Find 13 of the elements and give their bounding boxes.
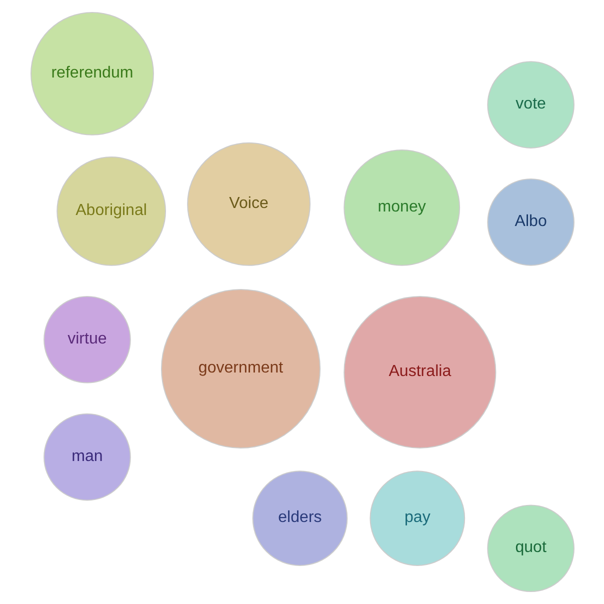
node-circle: Australia <box>343 296 496 449</box>
node-circle: Aboriginal <box>56 156 166 266</box>
node-circle: virtue <box>43 296 130 384</box>
node-circle: Voice <box>186 142 310 266</box>
node-circle: government <box>160 288 320 449</box>
node-circle: money <box>343 149 460 266</box>
node-circle: pay <box>369 470 465 566</box>
node-circle: quot <box>486 504 574 592</box>
node-circle: elders <box>252 470 348 566</box>
node-circle: man <box>43 413 130 501</box>
node-circle: Albo <box>486 178 574 266</box>
node-circle: referendum <box>30 12 154 136</box>
node-circle: vote <box>486 61 574 148</box>
